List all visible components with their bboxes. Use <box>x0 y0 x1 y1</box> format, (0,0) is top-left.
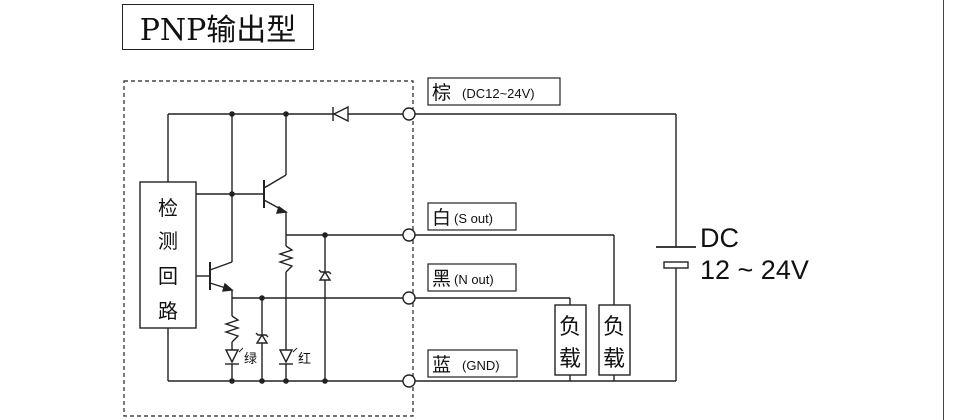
supply-label-voltage: 12 ~ 24V <box>700 255 809 285</box>
white-desc: (S out) <box>454 211 493 226</box>
terminal-circles <box>402 107 416 388</box>
led-red-label: 红 <box>298 351 311 367</box>
load-2-line2: 载 <box>603 347 625 372</box>
detection-char-3: 回 <box>158 264 178 288</box>
driver-transistor <box>209 261 234 292</box>
black-label: 黑 <box>432 268 451 290</box>
detection-circuit-block <box>139 181 197 329</box>
load-2-line1: 负 <box>603 315 625 340</box>
wires <box>167 113 677 382</box>
resistors <box>223 245 295 343</box>
detection-char-1: 检 <box>158 196 178 220</box>
brown-label: 棕 <box>432 82 451 104</box>
sensor-boundary <box>123 80 414 417</box>
white-label: 白 <box>432 207 451 229</box>
detection-char-2: 测 <box>158 229 178 253</box>
led-resistor <box>223 315 241 343</box>
detection-char-4: 路 <box>158 299 178 323</box>
load-1-line1: 负 <box>559 315 581 340</box>
load-1 <box>554 304 587 376</box>
reverse-protection-diode <box>332 105 349 123</box>
junction-dots <box>229 111 328 384</box>
terminal-black <box>402 291 416 305</box>
terminal-white <box>402 228 416 242</box>
output-resistor <box>277 245 295 273</box>
blue-desc: (GND) <box>462 358 500 373</box>
terminal-brown <box>402 107 416 121</box>
detection-circuit-text: 检 测 回 路 <box>158 196 178 323</box>
load-boxes: 负 载 负 载 <box>554 304 631 376</box>
indicator-leds <box>224 347 298 365</box>
brown-desc: (DC12~24V) <box>462 86 535 101</box>
zener-diodes <box>255 269 332 344</box>
black-desc: (N out) <box>454 272 494 287</box>
led-green-label: 绿 <box>244 352 257 367</box>
page-edge-rule <box>943 0 944 420</box>
supply-label-dc: DC <box>700 223 739 253</box>
terminal-blue <box>402 374 416 388</box>
dc-supply-battery <box>656 246 696 269</box>
load-1-line2: 载 <box>559 347 581 372</box>
title-text: PNP输出型 <box>139 13 297 48</box>
output-transistor <box>263 174 288 214</box>
blue-label: 蓝 <box>432 354 451 376</box>
load-2 <box>598 304 631 376</box>
terminal-labels: 棕 (DC12~24V) 白 (S out) 黑 (N out) 蓝 (GND) <box>427 77 561 378</box>
diagram-title: PNP输出型 <box>122 4 314 50</box>
